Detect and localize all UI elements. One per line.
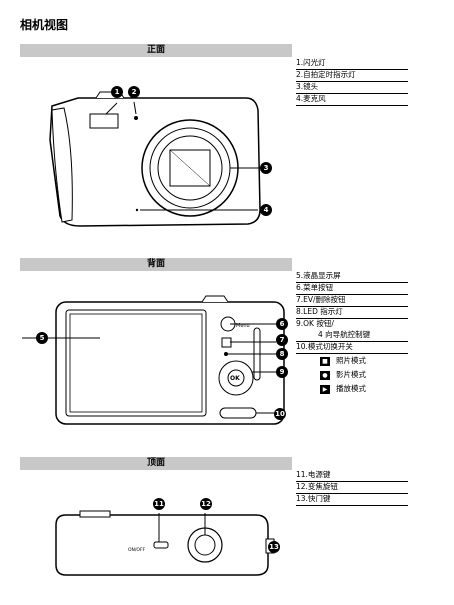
list-item: 6.菜单按钮 <box>296 283 408 295</box>
ok-label: OK <box>230 375 240 382</box>
list-item: 2.自拍定时指示灯 <box>296 70 408 82</box>
callout-4: 4 <box>260 204 272 216</box>
callout-7: 7 <box>276 334 288 346</box>
callout-9: 9 <box>276 366 288 378</box>
callout-1: 1 <box>111 86 123 98</box>
callout-2: 2 <box>128 86 140 98</box>
callout-11: 11 <box>153 498 165 510</box>
menu-label: Menu <box>236 323 250 329</box>
mode-row-photo: ■ 照片模式 <box>296 354 408 368</box>
camera-top-diagram: ON/OFF <box>55 510 280 576</box>
mode-label: 照片模式 <box>336 356 366 365</box>
callout-5: 5 <box>36 332 48 344</box>
callout-13: 13 <box>268 541 280 553</box>
section-header-front: 正面 <box>20 44 292 57</box>
page-title: 相机视图 <box>20 18 69 32</box>
front-parts-list: 1.闪光灯 2.自拍定时指示灯 3.镜头 4.麦克风 <box>296 58 408 106</box>
camera-back-diagram: Menu OK <box>22 295 285 425</box>
list-item: 7.EV/删除按钮 <box>296 295 408 307</box>
section-header-top: 顶面 <box>20 457 292 470</box>
list-item: 4.麦克风 <box>296 94 408 106</box>
list-item: 1.闪光灯 <box>296 58 408 70</box>
section-header-back: 背面 <box>20 258 292 271</box>
list-item-ok-line2: 4 向导航控制键 <box>318 329 371 339</box>
callout-12: 12 <box>200 498 212 510</box>
list-item: 10.模式切换开关 <box>296 342 408 354</box>
movie-icon: ● <box>320 370 330 380</box>
list-item: 13.快门键 <box>296 494 408 506</box>
play-icon: ▶ <box>320 384 330 394</box>
mode-label: 播放模式 <box>336 384 366 393</box>
list-item: 12.变焦旋钮 <box>296 482 408 494</box>
callout-10: 10 <box>274 408 286 420</box>
onoff-label: ON/OFF <box>128 547 146 553</box>
top-parts-list: 11.电源键 12.变焦旋钮 13.快门键 <box>296 470 408 506</box>
list-item: 8.LED 指示灯 <box>296 307 408 319</box>
camera-front-diagram <box>49 91 261 227</box>
list-item-ok: 9.OK 按钮/ 4 向导航控制键 <box>296 319 408 342</box>
callout-3: 3 <box>260 162 272 174</box>
mode-label: 影片模式 <box>336 370 366 379</box>
mode-row-movie: ● 影片模式 <box>296 368 408 382</box>
list-item: 11.电源键 <box>296 470 408 482</box>
callout-8: 8 <box>276 348 288 360</box>
list-item-ok-line1: 9.OK 按钮/ <box>296 319 334 328</box>
list-item: 3.镜头 <box>296 82 408 94</box>
back-parts-list: 5.液晶显示屏 6.菜单按钮 7.EV/删除按钮 8.LED 指示灯 9.OK … <box>296 271 408 396</box>
camera-icon: ■ <box>320 356 330 366</box>
mode-row-playback: ▶ 播放模式 <box>296 382 408 396</box>
list-item: 5.液晶显示屏 <box>296 271 408 283</box>
callout-6: 6 <box>276 318 288 330</box>
